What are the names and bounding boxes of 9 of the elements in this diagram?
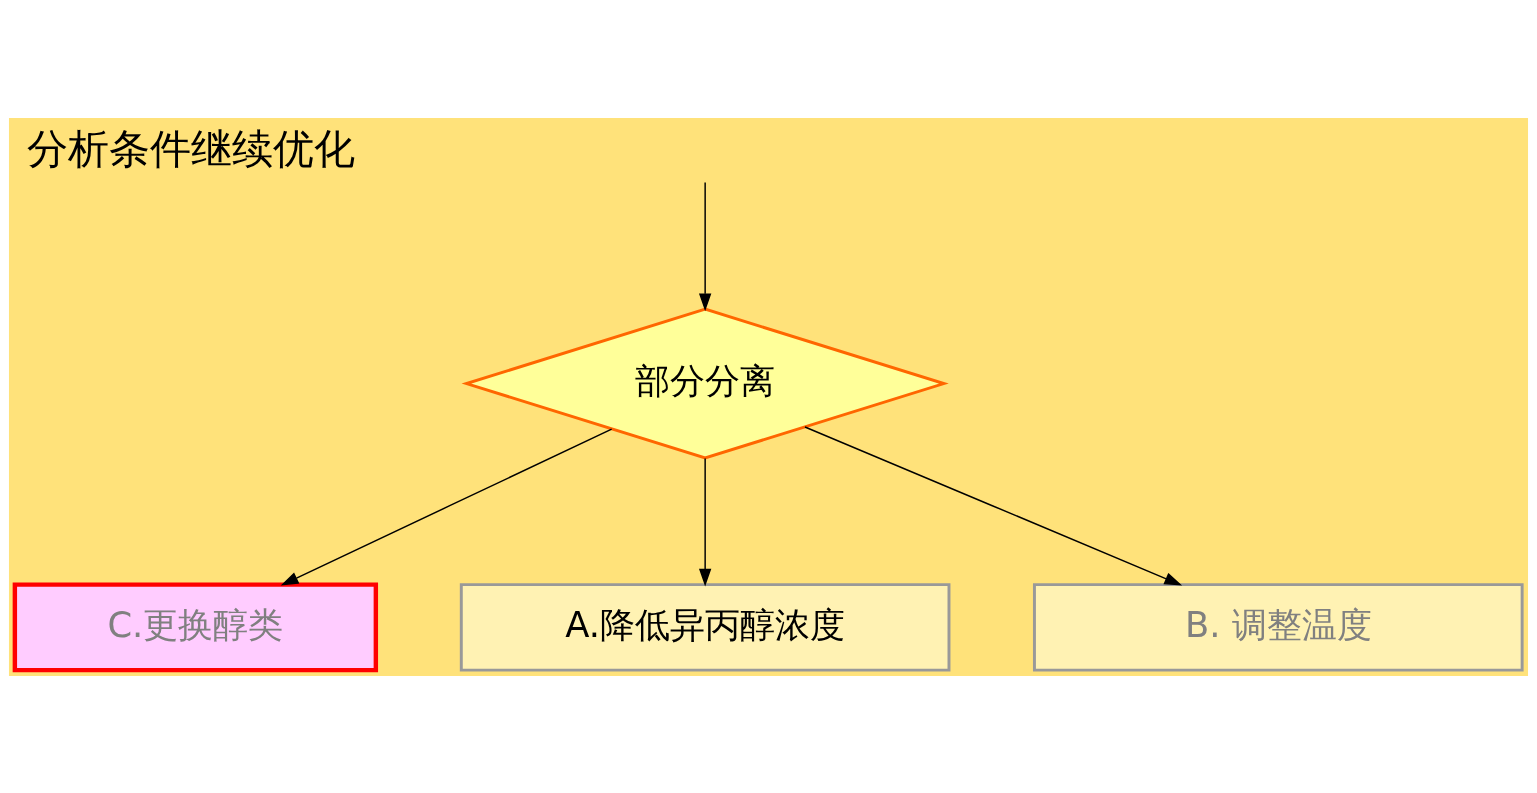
node-diamond: 部分分离 xyxy=(461,307,949,459)
arrow xyxy=(698,457,712,586)
node-box: A.降低异丙醇浓度 xyxy=(459,582,951,672)
arrow xyxy=(280,427,613,586)
node-box: B. 调整温度 xyxy=(1032,582,1524,672)
arrow xyxy=(698,181,712,311)
diagram-title: 分析条件继续优化 xyxy=(26,124,355,173)
arrow xyxy=(804,425,1183,585)
node-box: C.更换醇类 xyxy=(12,581,379,672)
